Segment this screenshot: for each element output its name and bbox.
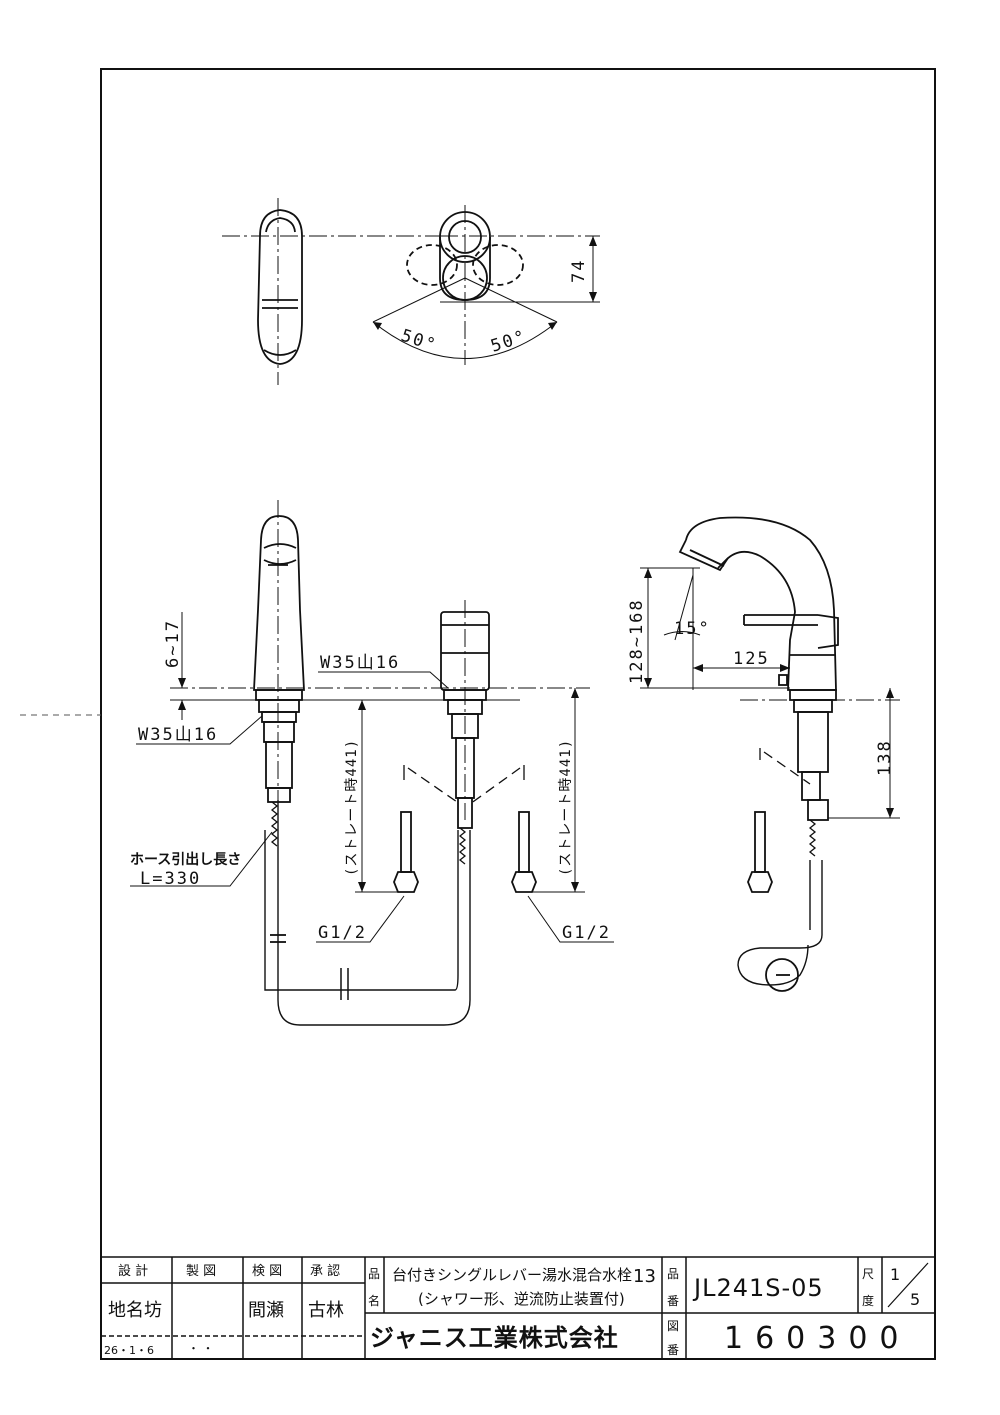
hose-length: L=330 xyxy=(140,869,201,889)
dim-straight-right: (ストレート時441) xyxy=(558,739,574,876)
tb-scale-den: 5 xyxy=(910,1290,920,1309)
tb-product-name-label-2: 名 xyxy=(368,1293,380,1308)
tb-drawing-number-label-1: 図 xyxy=(667,1319,679,1333)
hose-label: ホース引出し長さ xyxy=(130,851,241,868)
dim-straight-left: (ストレート時441) xyxy=(344,739,360,876)
tb-scale-label-1: 尺 xyxy=(862,1267,874,1281)
side-view-faucet xyxy=(678,516,839,992)
dim-spout-reach: 125 xyxy=(733,649,770,669)
front-view-faucet xyxy=(253,500,471,1026)
tb-part-number-label-2: 番 xyxy=(667,1294,679,1308)
tb-product-name-line1: 台付きシングルレバー湯水混合水栓 xyxy=(392,1266,632,1284)
dim-angle-left: 50° xyxy=(398,326,439,356)
front-view-center-body xyxy=(393,600,537,893)
tb-drawing-number: 160300 xyxy=(724,1321,911,1356)
tb-company: ジャニス工業株式会社 xyxy=(370,1324,619,1352)
tb-product-name-line2: (シャワー形、逆流防止装置付) xyxy=(418,1290,625,1308)
tb-part-number: JL241S-05 xyxy=(692,1274,824,1302)
dim-top-depth: 74 xyxy=(569,259,589,283)
tb-header-inspection: 検 図 xyxy=(252,1264,282,1279)
tb-part-number-label-1: 品 xyxy=(667,1267,679,1281)
top-view-handle xyxy=(222,198,455,385)
tb-header-design: 設 計 xyxy=(118,1263,148,1279)
tb-header-approval: 承 認 xyxy=(310,1263,340,1279)
tb-scale-label-2: 度 xyxy=(862,1293,874,1308)
tb-name-inspection: 間瀬 xyxy=(248,1300,284,1321)
tb-name-design: 地名坊 xyxy=(108,1300,162,1321)
dim-pipe-right: G1/2 xyxy=(562,923,611,943)
dim-spout-height: 128~168 xyxy=(627,598,647,684)
dim-spout-angle: 15° xyxy=(674,619,711,639)
title-block xyxy=(100,1256,936,1360)
tb-date-dots: ・ ・ xyxy=(188,1342,214,1355)
tb-scale-num: 1 xyxy=(890,1265,900,1284)
dim-deck-thickness: 6~17 xyxy=(163,619,183,668)
tb-drawing-number-label-2: 番 xyxy=(667,1343,679,1357)
front-view-dimensions xyxy=(130,612,614,943)
tb-name-approval: 古林 xyxy=(308,1300,344,1321)
tb-header-drafting: 製 図 xyxy=(186,1264,216,1279)
side-view-dimensions xyxy=(640,567,900,819)
dim-pipe-left: G1/2 xyxy=(318,923,367,943)
drawing-frame xyxy=(100,68,936,1360)
dim-thread-lower: W35山16 xyxy=(138,725,218,745)
tb-date: 26・1・6 xyxy=(104,1344,154,1357)
dim-angle-right: 50° xyxy=(488,326,529,356)
tb-product-size: 13 xyxy=(633,1266,656,1287)
top-view-body xyxy=(372,205,600,365)
dim-thread-upper: W35山16 xyxy=(320,653,400,673)
dim-shank-depth: 138 xyxy=(875,739,895,776)
tb-product-name-label-1: 品 xyxy=(368,1267,380,1281)
